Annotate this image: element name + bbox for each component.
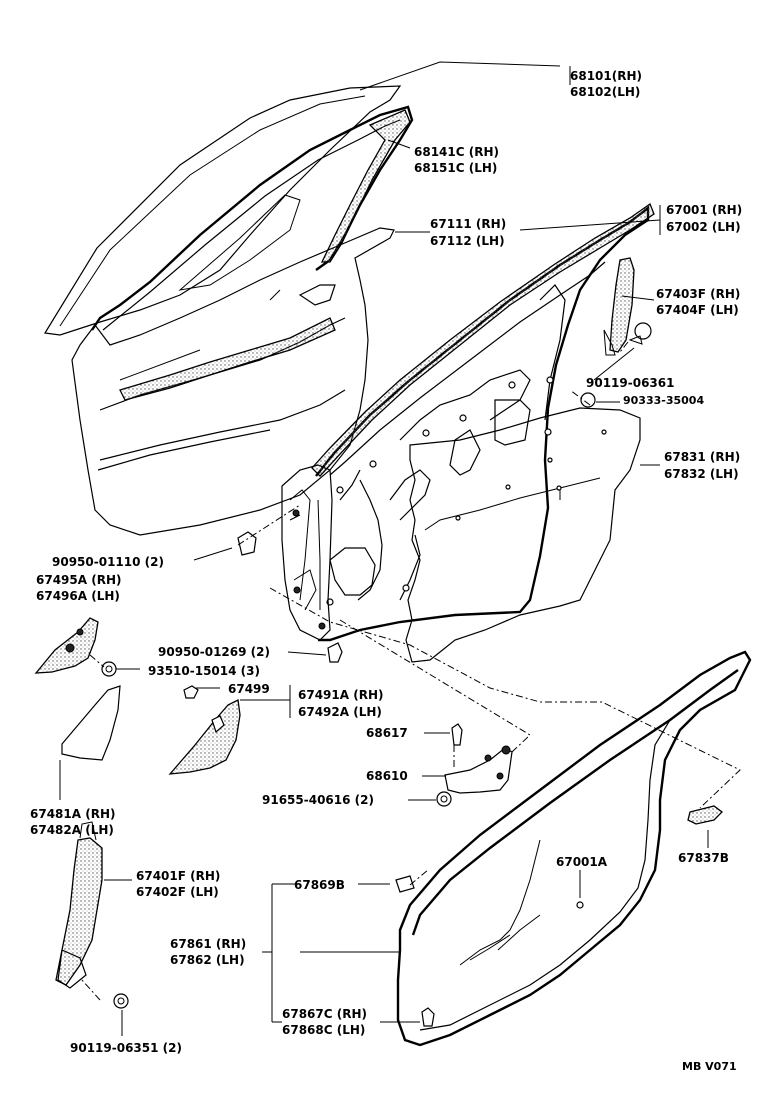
label-90950-01269: 90950-01269 (2): [158, 645, 270, 659]
outer-door-panel: [71, 227, 395, 536]
label-68102: 68102(LH): [570, 85, 640, 99]
label-67001A: 67001A: [556, 855, 608, 869]
service-hole-cover: [405, 407, 641, 663]
label-67112: 67112 (LH): [430, 234, 505, 248]
label-67482A: 67482A (LH): [30, 823, 114, 837]
label-90119-06361: 90119-06361: [586, 376, 674, 390]
label-67002: 67002 (LH): [666, 220, 741, 234]
corner-trim: [168, 685, 241, 775]
label-67403F: 67403F (RH): [656, 287, 740, 301]
label-67492A: 67492A (LH): [298, 705, 382, 719]
label-68101: 68101(RH): [570, 69, 642, 83]
part-labels: 68101(RH) 68102(LH) 68141C (RH) 68151C (…: [30, 69, 742, 1073]
label-90119-06351: 90119-06351 (2): [70, 1041, 182, 1055]
mirror-pad: [61, 685, 121, 761]
label-67481A: 67481A (RH): [30, 807, 115, 821]
label-67832: 67832 (LH): [664, 467, 739, 481]
label-67495A: 67495A (RH): [36, 573, 121, 587]
label-67491A: 67491A (RH): [298, 688, 383, 702]
door-hinge-pillar: [281, 464, 333, 641]
label-68610: 68610: [366, 769, 408, 783]
label-67001: 67001 (RH): [666, 203, 742, 217]
clip-93510: [101, 661, 117, 677]
label-67868C: 67868C (LH): [282, 1023, 365, 1037]
grommet-90333-35004: [580, 392, 596, 408]
plug-90950-01110: [237, 531, 257, 556]
door-inner-panel: [311, 202, 655, 642]
label-67499: 67499: [228, 682, 270, 696]
label-67401F: 67401F (RH): [136, 869, 220, 883]
label-93510-15014: 93510-15014 (3): [148, 664, 260, 678]
bolt-91655: [436, 791, 452, 807]
bolt-90119-06361: [628, 322, 652, 345]
diagram-code: MB V071: [682, 1060, 737, 1073]
door-frame-outer: [91, 105, 414, 331]
label-68151C: 68151C (LH): [414, 161, 497, 175]
label-67869B: 67869B: [294, 878, 345, 892]
door-check: [444, 723, 513, 794]
label-68141C: 68141C (RH): [414, 145, 499, 159]
label-67862: 67862 (LH): [170, 953, 245, 967]
label-67831: 67831 (RH): [664, 450, 740, 464]
label-67837B: 67837B: [678, 851, 729, 865]
label-67496A: 67496A (LH): [36, 589, 120, 603]
mirror-mount: [34, 617, 99, 674]
label-67861: 67861 (RH): [170, 937, 246, 951]
leader-lines: [59, 61, 709, 1036]
plug-90950-01269: [327, 642, 343, 663]
label-91655-40616: 91655-40616 (2): [262, 793, 374, 807]
door-weatherstrip: [396, 650, 752, 1047]
label-67402F: 67402F (LH): [136, 885, 219, 899]
fasteners: [101, 322, 652, 1009]
label-90950-01110: 90950-01110 (2): [52, 555, 164, 569]
label-67404F: 67404F (LH): [656, 303, 739, 317]
label-67867C: 67867C (RH): [282, 1007, 367, 1021]
trim-clip: [687, 805, 723, 825]
label-90333-35004: 90333-35004: [623, 394, 704, 407]
bolt-90119-06351: [113, 993, 129, 1009]
window-channel: [603, 257, 635, 356]
dashed-connectors: [81, 341, 741, 1001]
rear-channel: [55, 821, 103, 989]
label-68617: 68617: [366, 726, 408, 740]
label-67111: 67111 (RH): [430, 217, 506, 231]
clip-67869B: [395, 875, 415, 893]
